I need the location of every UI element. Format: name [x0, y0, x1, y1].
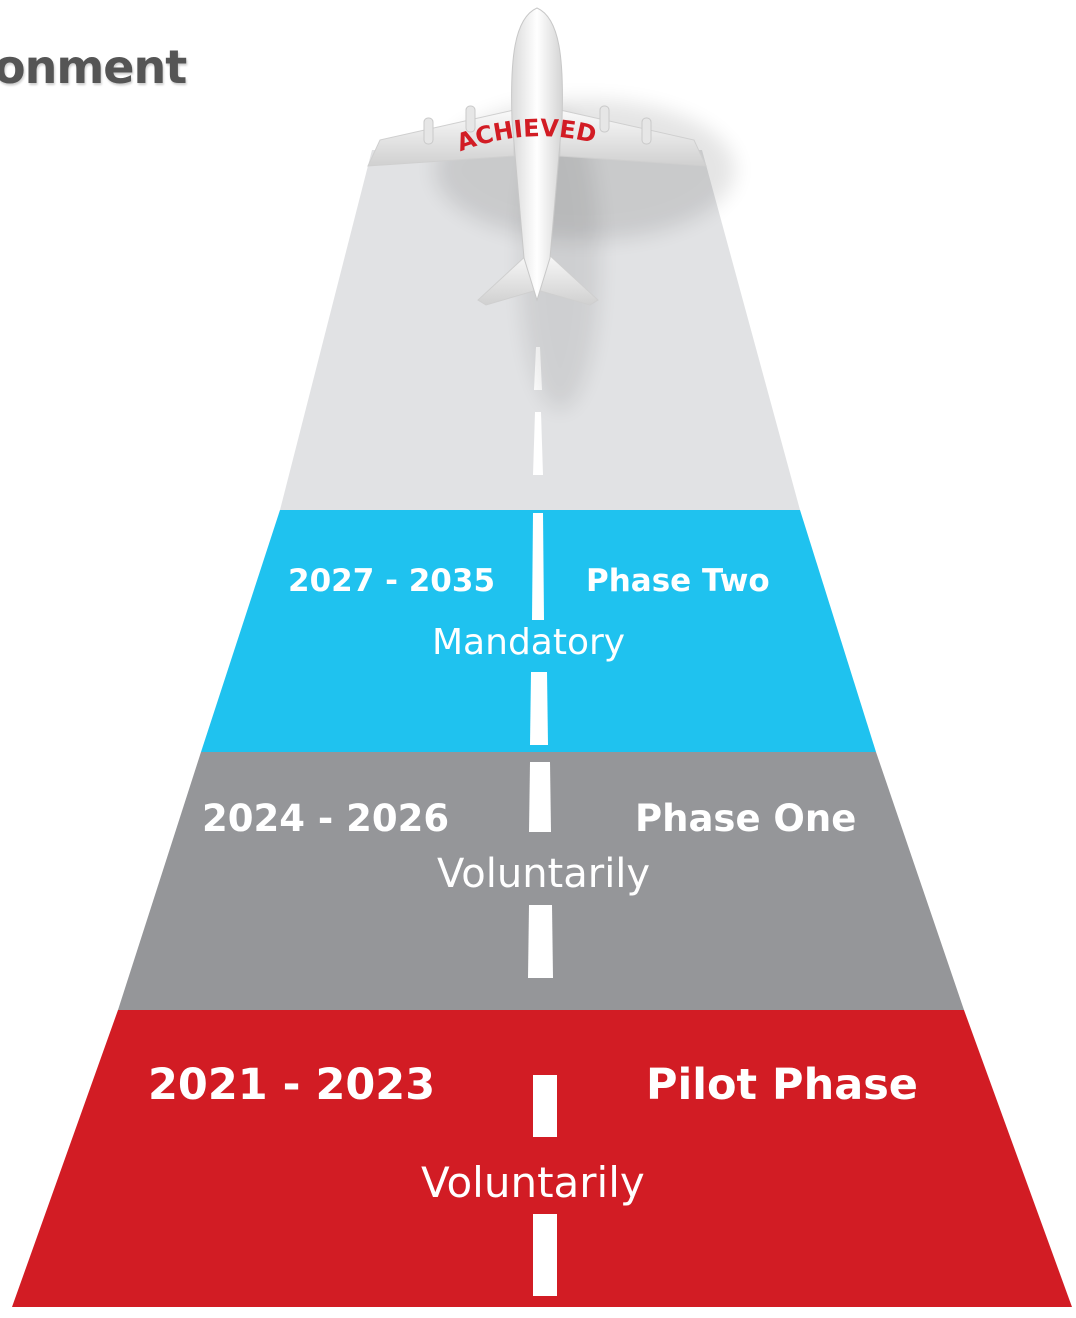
phase-two-years: 2027 - 2035	[288, 563, 496, 599]
pilot-phase-band	[12, 1010, 1072, 1307]
page-title: onment	[0, 40, 187, 94]
centerline-dash	[532, 513, 544, 620]
airplane-icon	[367, 7, 735, 410]
centerline-dash	[533, 412, 543, 475]
pilot-phase-years: 2021 - 2023	[148, 1060, 436, 1110]
centerline-dash	[533, 1214, 557, 1296]
phase-two-name: Phase Two	[586, 563, 770, 599]
phase-one-mode: Voluntarily	[437, 851, 651, 897]
centerline-dash	[533, 1075, 557, 1137]
phase-two-mode: Mandatory	[432, 622, 626, 663]
centerline-dash	[529, 762, 551, 832]
centerline-dash	[530, 672, 548, 745]
centerline-dash	[528, 905, 553, 978]
phase-one-band	[118, 752, 964, 1010]
phase-one-years: 2024 - 2026	[202, 797, 450, 840]
phase-one-name: Phase One	[635, 797, 857, 840]
phase-two-band	[201, 510, 876, 752]
pilot-phase-name: Pilot Phase	[646, 1060, 918, 1110]
pilot-phase-mode: Voluntarily	[421, 1158, 645, 1207]
